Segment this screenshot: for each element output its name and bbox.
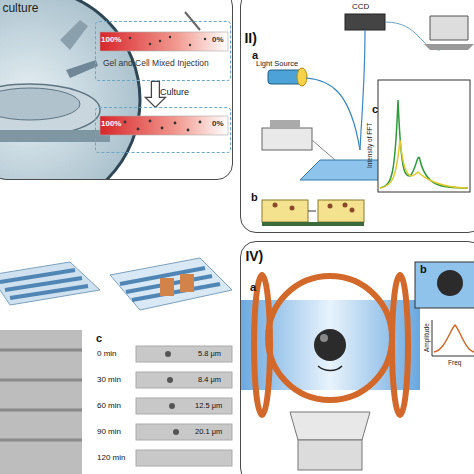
figure-label: 5.8 μm bbox=[198, 350, 221, 358]
node-text: culture bbox=[2, 2, 38, 14]
figure-label: CCD bbox=[352, 3, 369, 11]
panel-frame: II) bbox=[240, 0, 474, 233]
figure-label: 8.4 μm bbox=[198, 376, 221, 384]
figure-label: a bbox=[250, 282, 256, 293]
figure-label: Light Source bbox=[256, 60, 298, 68]
figure-label: 12.5 μm bbox=[195, 402, 222, 410]
figure-label: Intensity of FFT bbox=[367, 123, 374, 168]
node-text: 0% bbox=[212, 120, 224, 128]
gradient-box: 100% 0% Gel and Cell Mixed Injection bbox=[95, 21, 231, 81]
figure-label: 20.1 μm bbox=[195, 428, 222, 436]
figure-label: 120 min bbox=[97, 454, 125, 462]
panel-frame: IV) bbox=[240, 241, 474, 474]
figure-label: Amplitude bbox=[424, 323, 431, 352]
node-text: Gel and Cell Mixed Injection bbox=[103, 59, 209, 68]
gradient-box: 100% 0% bbox=[95, 107, 231, 153]
node-text: 100% bbox=[101, 36, 121, 44]
figure-label: 0 min bbox=[97, 350, 117, 358]
panel-frame: culture 100% 0% Gel and Cell Mixed Injectio… bbox=[0, 0, 233, 180]
node-text: II) bbox=[244, 31, 256, 45]
figure-label: b bbox=[251, 192, 258, 203]
node-text: 100% bbox=[101, 120, 121, 128]
node-text: 0% bbox=[212, 36, 224, 44]
figure-label: Freq bbox=[448, 360, 461, 367]
figure-label: c bbox=[96, 333, 102, 344]
edge-label: Culture bbox=[160, 88, 189, 97]
figure-label: 30 min bbox=[97, 376, 121, 384]
figure-label: 60 min bbox=[97, 402, 121, 410]
figure-label: c bbox=[372, 104, 378, 115]
figure-label: 90 min bbox=[97, 428, 121, 436]
node-text: IV) bbox=[245, 249, 263, 263]
figure-label: b bbox=[420, 264, 427, 275]
